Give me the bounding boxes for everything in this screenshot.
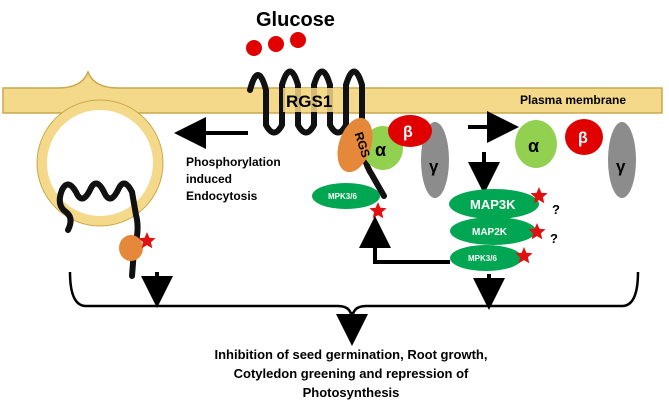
- free-g-alpha-subunit: [515, 120, 557, 168]
- outcome-line-2: Cotyledon greening and repression of: [234, 366, 469, 381]
- map3k-label: MAP3K: [470, 197, 516, 212]
- cascade-mpk36-kinase: [450, 245, 522, 271]
- phosphorylation-star: [515, 247, 533, 264]
- phosphorylation-star: [138, 232, 156, 249]
- map3k-kinase: [449, 189, 539, 219]
- phosphorylation-label-line-1: Phosphorylation: [186, 155, 281, 169]
- internalized-rgs1-coil: [59, 180, 141, 279]
- free-g-beta-label: β: [578, 130, 588, 147]
- phosphorylation-star: [528, 223, 546, 240]
- free-g-gamma-label: γ: [616, 157, 626, 176]
- map3k-uncertain-mark: ?: [552, 202, 560, 217]
- map2k-kinase: [450, 217, 536, 245]
- internalized-rgs1-tail: [56, 187, 74, 233]
- free-g-alpha-label: α: [528, 136, 539, 156]
- internalized-rgs-domain: [119, 235, 143, 261]
- phosphorylation-label-line-3: Endocytosis: [186, 189, 258, 203]
- g-beta-label: β: [403, 124, 413, 141]
- free-g-gamma-subunit: [608, 122, 636, 198]
- plasma-membrane-label: Plasma membrane: [520, 93, 626, 107]
- feedback-mpk36-label: MPK3/6: [328, 192, 357, 201]
- phosphorylation-star: [369, 202, 387, 219]
- outcome-line-1: Inhibition of seed germination, Root gro…: [215, 347, 488, 362]
- outcome-line-3: Photosynthesis: [303, 385, 400, 400]
- phosphorylation-label-line-2: induced: [186, 172, 232, 186]
- glucose-molecule: [246, 40, 262, 56]
- feedback-arrow: [359, 216, 450, 264]
- free-g-beta-subunit: [565, 119, 603, 155]
- rgs-domain: [337, 117, 373, 173]
- map2k-uncertain-mark: ?: [550, 231, 558, 246]
- map2k-label: MAP2K: [472, 227, 508, 238]
- g-beta-subunit: [388, 115, 432, 147]
- g-gamma-label: γ: [429, 157, 439, 176]
- cascade-mpk36-label: MPK3/6: [468, 254, 497, 263]
- g-gamma-subunit: [421, 122, 449, 198]
- glucose-molecule: [290, 32, 306, 48]
- rgs1-label: RGS1: [286, 92, 332, 111]
- endocytic-vesicle-outline: [36, 99, 164, 227]
- glucose-label: Glucose: [256, 9, 335, 31]
- g-alpha-label: α: [375, 140, 386, 160]
- phosphorylation-star: [530, 187, 548, 204]
- rgs1-transmembrane-coil: [247, 68, 387, 199]
- rgs1-label-box: [283, 88, 341, 112]
- feedback-mpk36-kinase: [312, 183, 380, 209]
- glucose-molecule: [268, 36, 284, 52]
